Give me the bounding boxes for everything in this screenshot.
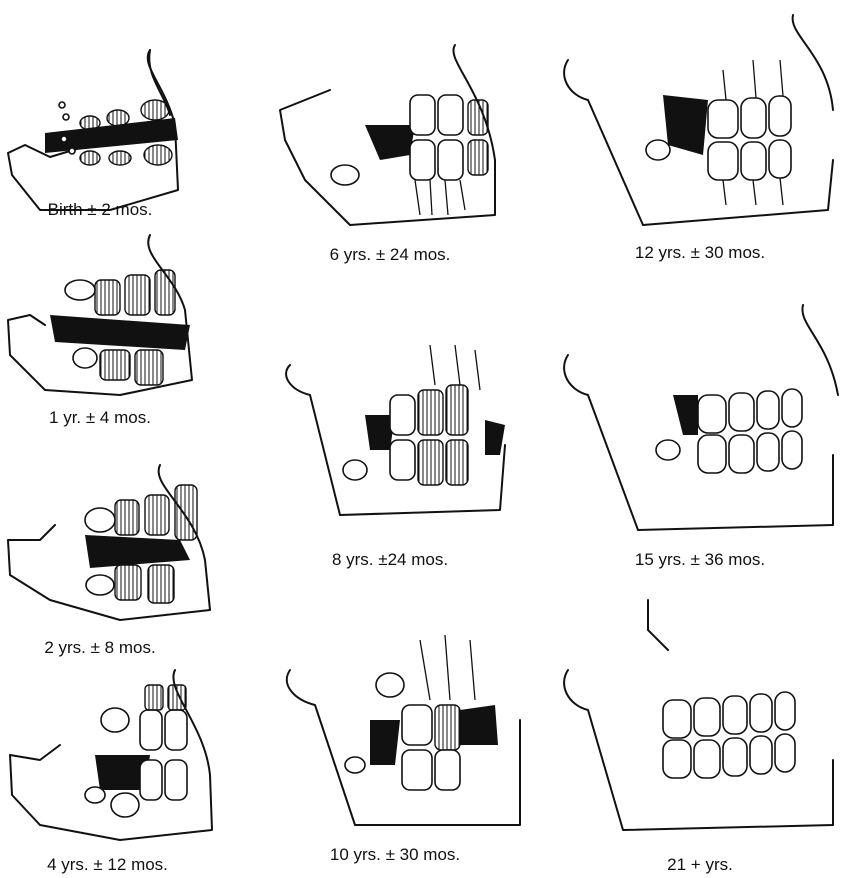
caption-4yr: 4 yrs. ± 12 mos. xyxy=(0,855,215,875)
panel-15yr: 15 yrs. ± 36 mos. xyxy=(548,295,852,570)
panel-birth: Birth ± 2 mos. xyxy=(0,45,200,235)
panel-8yr: 8 yrs. ±24 mos. xyxy=(270,325,510,570)
panel-10yr: 10 yrs. ± 30 mos. xyxy=(270,610,520,878)
jaw-2yr-illustration xyxy=(0,460,210,630)
caption-1yr: 1 yr. ± 4 mos. xyxy=(0,408,200,428)
panel-6yr: 6 yrs. ± 24 mos. xyxy=(270,40,510,270)
caption-15yr: 15 yrs. ± 36 mos. xyxy=(548,550,852,570)
jaw-10yr-illustration xyxy=(270,610,525,840)
jaw-12yr-illustration xyxy=(548,0,848,230)
panel-1yr: 1 yr. ± 4 mos. xyxy=(0,230,200,430)
caption-12yr: 12 yrs. ± 30 mos. xyxy=(548,243,852,263)
caption-2yr: 2 yrs. ± 8 mos. xyxy=(0,638,200,658)
jaw-6yr-illustration xyxy=(270,40,510,230)
panel-21yr: 21 + yrs. xyxy=(548,590,852,878)
panel-12yr: 12 yrs. ± 30 mos. xyxy=(548,0,852,270)
caption-birth: Birth ± 2 mos. xyxy=(0,200,200,220)
jaw-4yr-illustration xyxy=(0,665,215,845)
jaw-1yr-illustration xyxy=(0,230,200,390)
caption-8yr: 8 yrs. ±24 mos. xyxy=(270,550,510,570)
jaw-8yr-illustration xyxy=(270,325,515,525)
caption-21yr: 21 + yrs. xyxy=(548,855,852,875)
jaw-21yr-illustration xyxy=(548,590,848,840)
panel-2yr: 2 yrs. ± 8 mos. xyxy=(0,460,200,660)
panel-4yr: 4 yrs. ± 12 mos. xyxy=(0,665,215,878)
caption-6yr: 6 yrs. ± 24 mos. xyxy=(270,245,510,265)
jaw-birth-illustration xyxy=(0,45,200,195)
jaw-15yr-illustration xyxy=(548,295,848,535)
caption-10yr: 10 yrs. ± 30 mos. xyxy=(270,845,520,865)
